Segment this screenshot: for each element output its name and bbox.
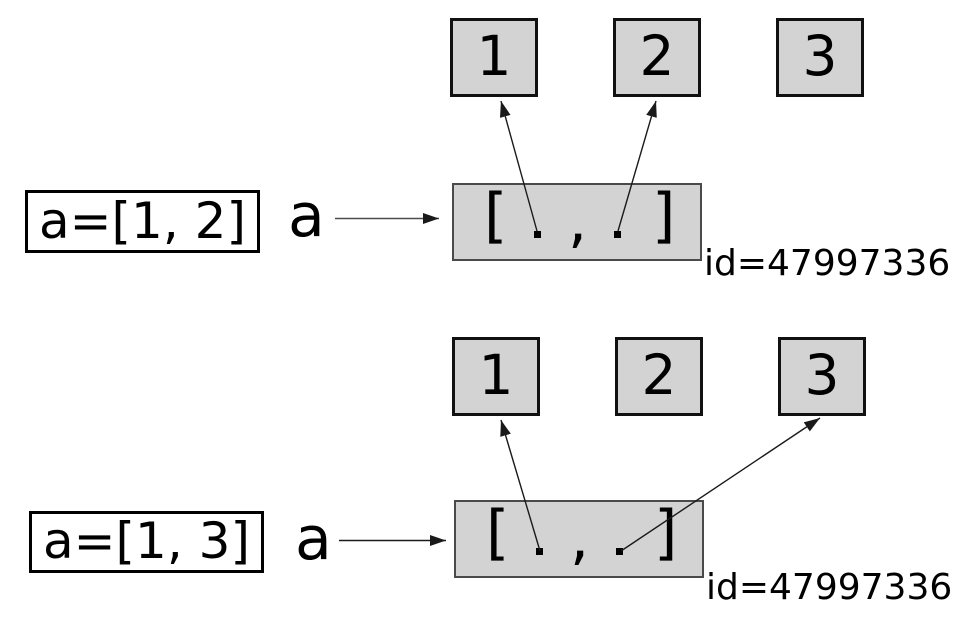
object-box-1-before: 1 [450, 18, 538, 97]
code-label-before: a=[1, 2] [39, 192, 246, 250]
separator-comma: , [570, 503, 590, 573]
code-label-after: a=[1, 3] [43, 512, 250, 570]
list-cell-dot-0 [536, 548, 543, 555]
object-box-3-after: 3 [778, 337, 866, 416]
id-label-before: id=47997336 [704, 243, 951, 284]
variable-name-after: a [295, 504, 332, 574]
object-value: 2 [639, 24, 675, 88]
list-cell-dot-0 [534, 231, 541, 238]
open-bracket: [ [484, 181, 508, 251]
object-box-2-after: 2 [615, 337, 703, 416]
open-bracket: [ [486, 498, 510, 568]
code-label-box-before: a=[1, 2] [25, 190, 260, 253]
separator-comma: , [568, 186, 588, 256]
id-label-after: id=47997336 [706, 567, 953, 608]
object-box-2-before: 2 [613, 18, 701, 97]
object-value: 2 [641, 343, 677, 407]
object-box-1-after: 1 [452, 337, 540, 416]
object-value: 1 [476, 24, 512, 88]
code-label-box-after: a=[1, 3] [29, 511, 264, 573]
list-object-box-before: [ , ] [452, 183, 702, 261]
object-value: 3 [802, 24, 838, 88]
close-bracket: ] [652, 181, 676, 251]
list-object-box-after: [ , ] [454, 500, 704, 578]
variable-name-before: a [288, 181, 325, 251]
list-cell-dot-1 [614, 231, 621, 238]
close-bracket: ] [654, 498, 678, 568]
list-cell-dot-1 [616, 548, 623, 555]
object-value: 1 [478, 343, 514, 407]
object-value: 3 [804, 343, 840, 407]
object-box-3-before: 3 [776, 18, 864, 97]
